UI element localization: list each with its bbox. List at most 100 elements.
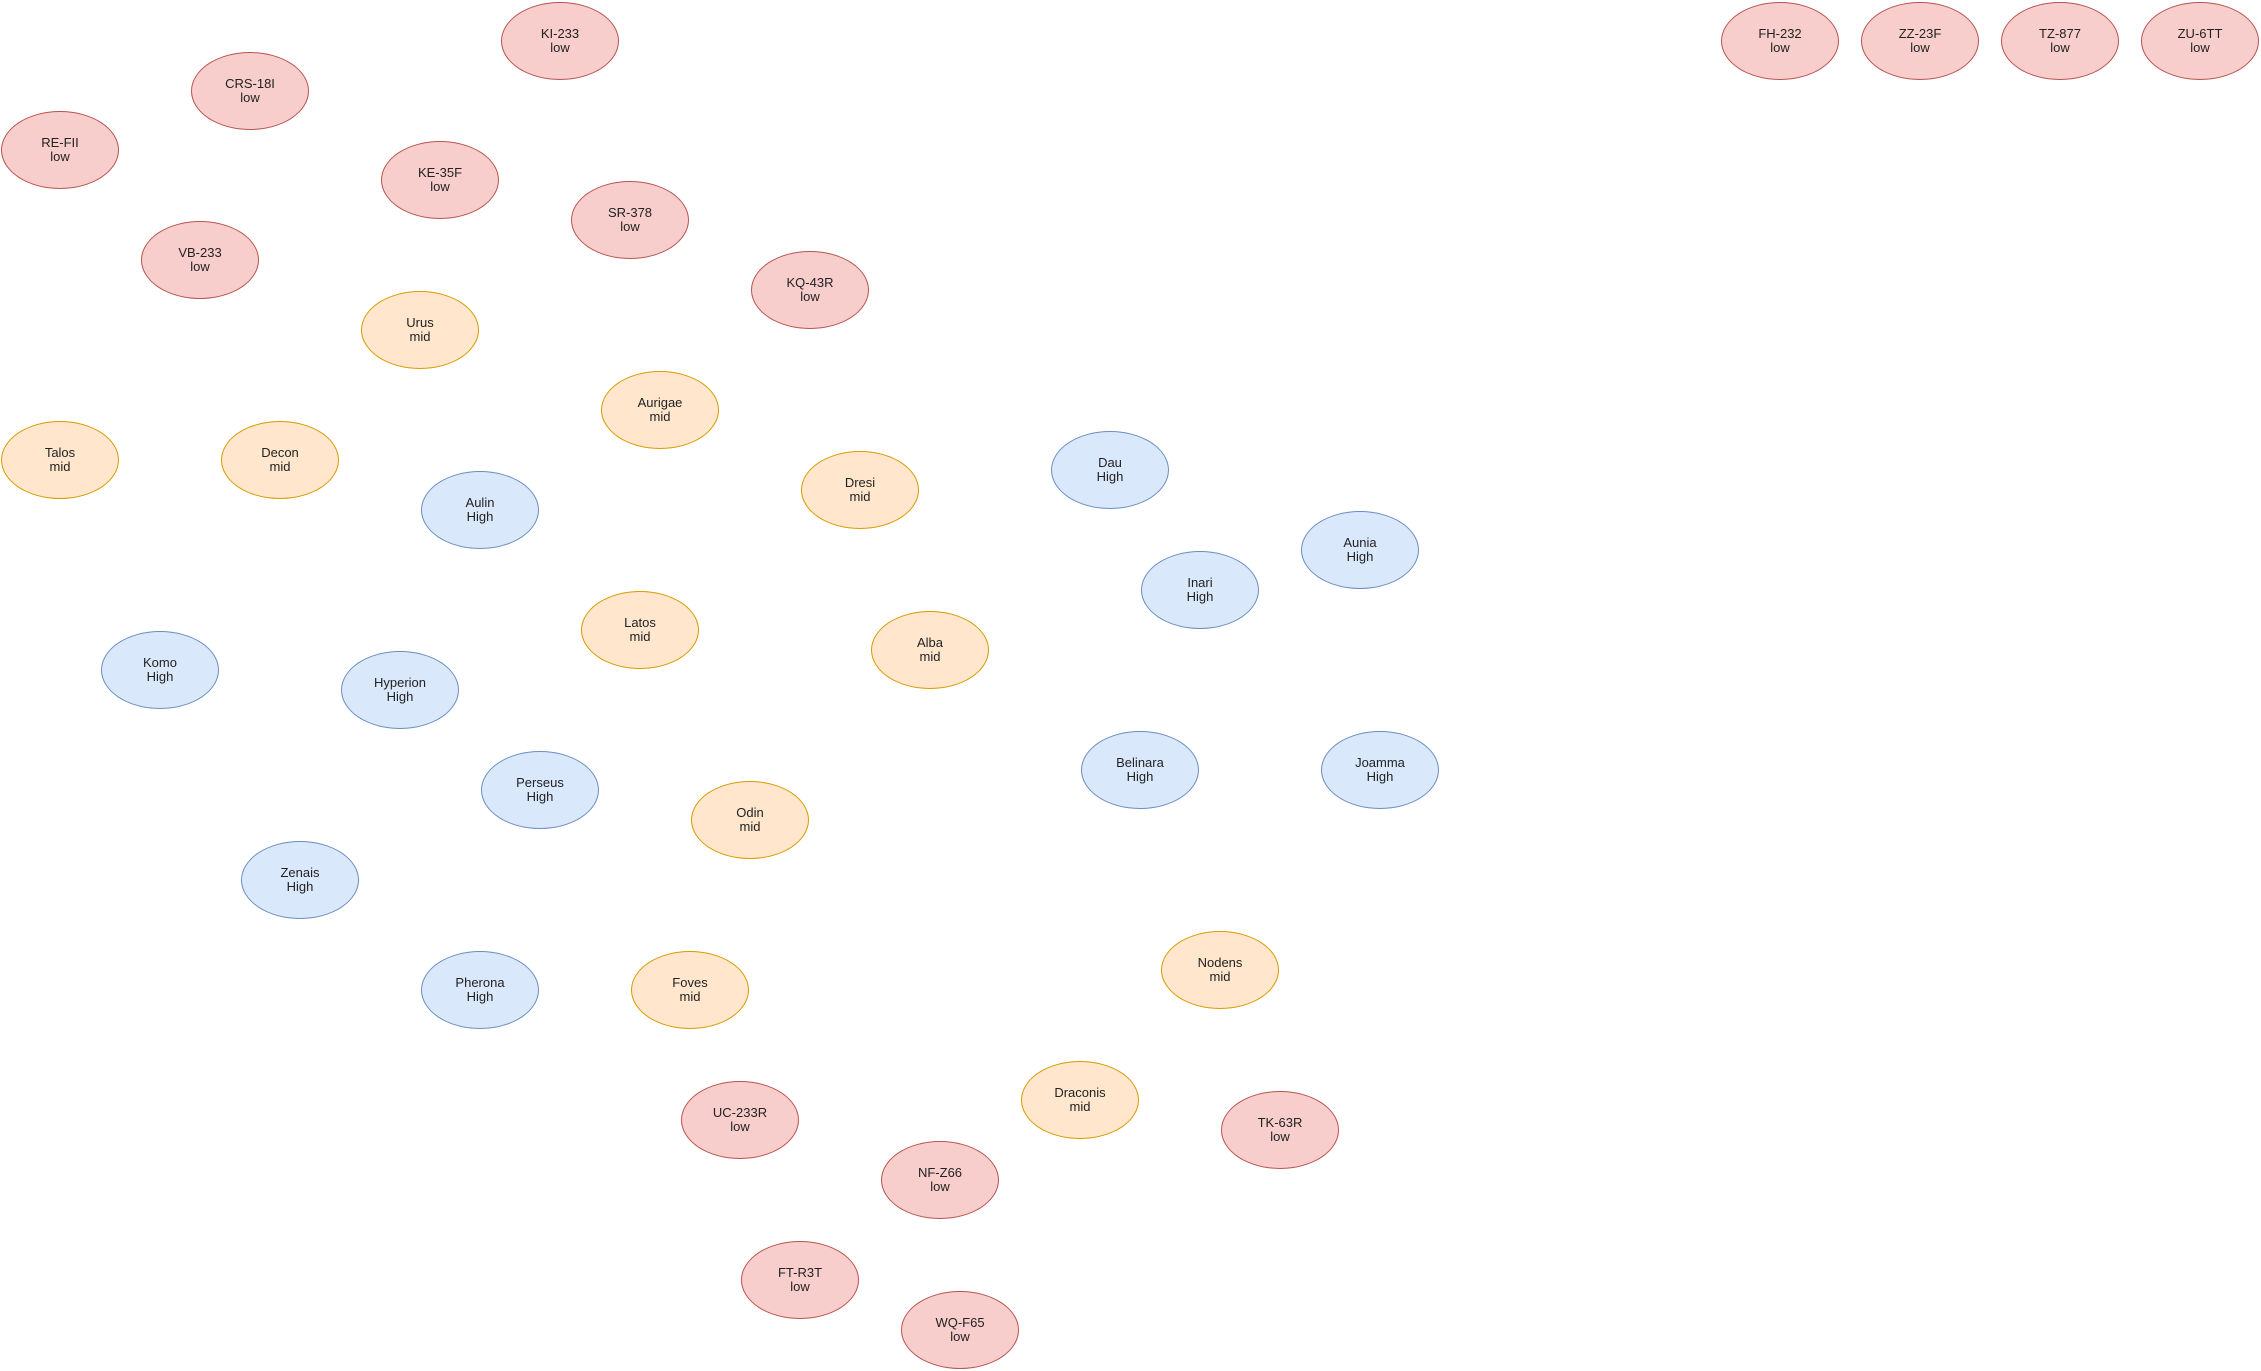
node-name: Nodens xyxy=(1197,955,1243,970)
node-level: High xyxy=(1186,589,1214,604)
node-level: mid xyxy=(1069,1099,1091,1114)
node-level: High xyxy=(526,789,554,804)
node-level: mid xyxy=(409,329,431,344)
node-level: low xyxy=(800,289,820,304)
node-name: SR-378 xyxy=(607,205,653,220)
node-level: High xyxy=(1126,769,1154,784)
node-name: Latos xyxy=(624,615,656,630)
node-name: Aurigae xyxy=(637,395,683,410)
node-name: Perseus xyxy=(516,775,564,790)
node-level: mid xyxy=(919,649,941,664)
node-name: Inari xyxy=(1187,575,1213,590)
node-level: mid xyxy=(49,459,71,474)
node-name: TZ-877 xyxy=(2039,26,2081,41)
node-name: Draconis xyxy=(1054,1085,1106,1100)
node-level: mid xyxy=(629,629,651,644)
node-level: low xyxy=(550,40,570,55)
node-level: mid xyxy=(1209,969,1231,984)
node-name: UC-233R xyxy=(712,1105,768,1120)
node-level: High xyxy=(286,879,314,894)
node-level: mid xyxy=(739,819,761,834)
node-name: Aunia xyxy=(1343,535,1377,550)
node-name: Foves xyxy=(672,975,708,990)
node-name: Joamma xyxy=(1355,755,1405,770)
node-name: NF-Z66 xyxy=(917,1165,963,1180)
node-level: low xyxy=(430,179,450,194)
node-name: KI-233 xyxy=(540,26,580,41)
node-name: VB-233 xyxy=(178,245,222,260)
node-name: ZU-6TT xyxy=(2177,26,2223,41)
node-name: Decon xyxy=(261,445,299,460)
node-level: High xyxy=(1366,769,1394,784)
node-name: Alba xyxy=(916,635,944,650)
node-level: low xyxy=(1270,1129,1290,1144)
node-level: High xyxy=(386,689,414,704)
node-level: low xyxy=(790,1279,810,1294)
node-level: High xyxy=(146,669,174,684)
node-level: low xyxy=(240,90,260,105)
node-level: low xyxy=(950,1329,970,1344)
node-name: WQ-F65 xyxy=(935,1315,985,1330)
node-name: RE-FII xyxy=(41,135,79,150)
node-name: CRS-18I xyxy=(225,76,275,91)
node-name: Dau xyxy=(1098,455,1122,470)
node-level: High xyxy=(466,989,494,1004)
node-level: low xyxy=(190,259,210,274)
node-name: FT-R3T xyxy=(777,1265,823,1280)
node-name: FH-232 xyxy=(1758,26,1802,41)
node-level: High xyxy=(1346,549,1374,564)
node-name: Belinara xyxy=(1116,755,1164,770)
node-level: low xyxy=(2190,40,2210,55)
node-name: KE-35F xyxy=(417,165,463,180)
node-level: low xyxy=(620,219,640,234)
node-name: ZZ-23F xyxy=(1898,26,1942,41)
node-level: mid xyxy=(269,459,291,474)
node-name: KQ-43R xyxy=(786,275,834,290)
node-level: High xyxy=(466,509,494,524)
node-level: mid xyxy=(679,989,701,1004)
node-level: mid xyxy=(849,489,871,504)
node-name: TK-63R xyxy=(1257,1115,1303,1130)
node-level: low xyxy=(2050,40,2070,55)
node-level: low xyxy=(1910,40,1930,55)
